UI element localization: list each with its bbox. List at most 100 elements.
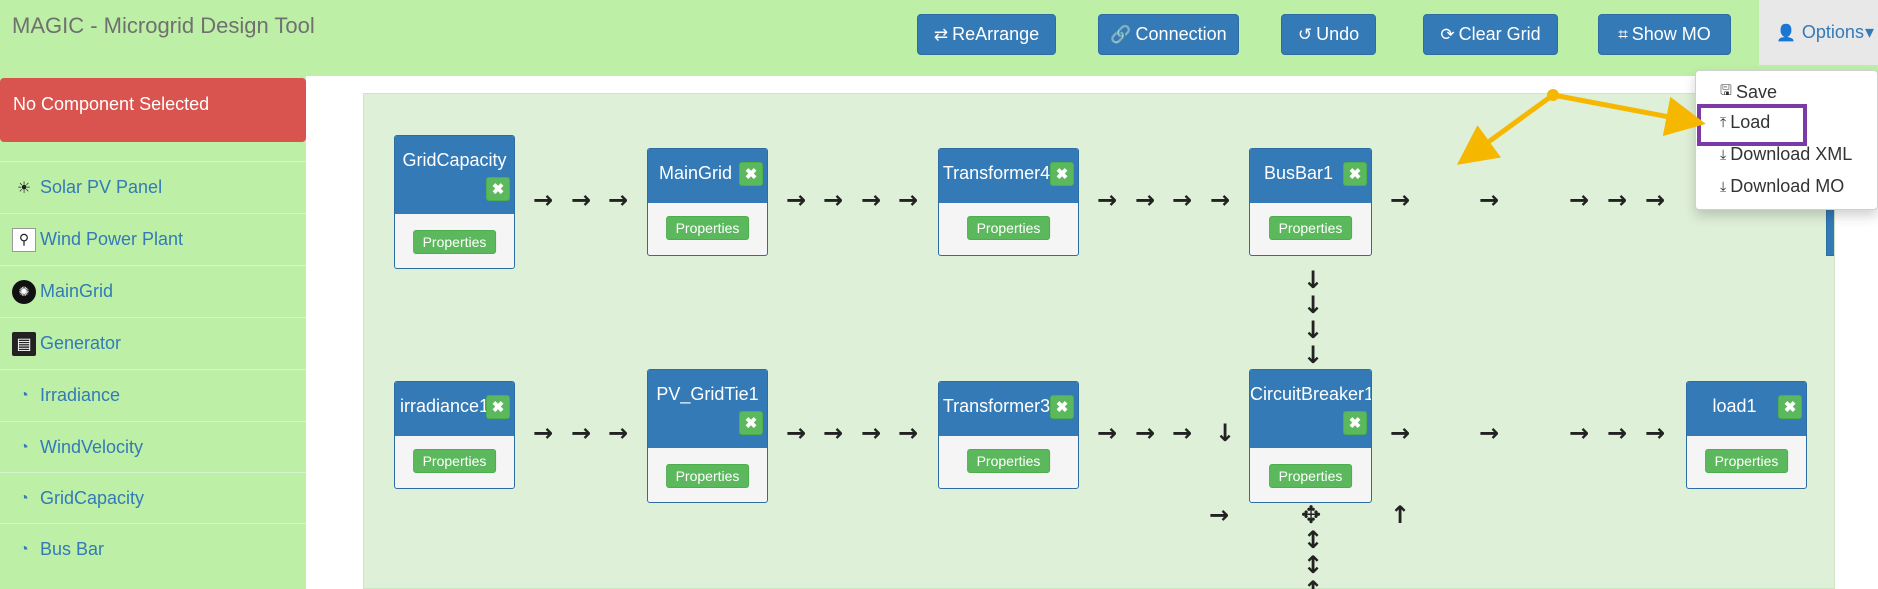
component-node-gridcapacity[interactable]: GridCapacity ✖ Properties xyxy=(394,135,515,269)
connection-arrow: → xyxy=(1210,186,1231,214)
node-title: MainGrid xyxy=(658,163,733,183)
connection-arrow: → xyxy=(1135,419,1156,447)
rearrange-button[interactable]: ⇄ ReArrange xyxy=(917,14,1056,55)
node-header[interactable]: Transformer3 ✖ xyxy=(939,382,1078,436)
component-node-maingrid[interactable]: MainGrid ✖ Properties xyxy=(647,148,768,256)
design-canvas[interactable] xyxy=(363,93,1835,589)
connection-arrow: → xyxy=(786,419,807,447)
menu-item-label: Download MO xyxy=(1730,176,1845,196)
connection-arrow: → xyxy=(533,419,554,447)
properties-button[interactable]: Properties xyxy=(966,449,1051,473)
remove-icon[interactable]: ✖ xyxy=(1050,162,1074,186)
menu-item-load[interactable]: ⤒ Load xyxy=(1720,112,1770,133)
sidebar-item-windvelocity[interactable]: ◔ WindVelocity xyxy=(0,421,306,473)
connection-label: Connection xyxy=(1135,24,1227,44)
component-node-transformer3[interactable]: Transformer3 ✖ Properties xyxy=(938,381,1079,489)
connection-arrow: → xyxy=(571,419,592,447)
connection-arrow: → xyxy=(786,186,807,214)
component-node-busbar1[interactable]: BusBar1 ✖ Properties xyxy=(1249,148,1372,256)
remove-icon[interactable]: ✖ xyxy=(1343,411,1367,435)
connection-arrow: → xyxy=(1645,419,1666,447)
selected-component-banner: No Component Selected xyxy=(0,78,306,142)
connection-arrow: ↕ xyxy=(1303,578,1323,589)
connection-arrow: → xyxy=(1479,186,1500,214)
sidebar-item-label: WindVelocity xyxy=(40,437,144,457)
sidebar-item-irradiance[interactable]: ◔ Irradiance xyxy=(0,369,306,421)
remove-icon[interactable]: ✖ xyxy=(1778,395,1802,419)
node-header[interactable]: PV_GridTie1 ✖ xyxy=(648,370,767,448)
sidebar-item-bus-bar[interactable]: ◔ Bus Bar xyxy=(0,523,306,575)
upload-icon: ⤒ xyxy=(1720,114,1727,130)
sidebar-item-gridcapacity[interactable]: ◔ GridCapacity xyxy=(0,472,306,524)
properties-button[interactable]: Properties xyxy=(412,449,497,473)
node-title: Transformer4 xyxy=(942,163,1051,183)
clear-grid-button[interactable]: ⟳ Clear Grid xyxy=(1423,14,1558,55)
node-header[interactable]: MainGrid ✖ xyxy=(648,149,767,203)
connection-arrow: ↓ xyxy=(1215,419,1236,447)
component-node-load1[interactable]: load1 ✖ Properties xyxy=(1686,381,1807,489)
remove-icon[interactable]: ✖ xyxy=(1343,162,1367,186)
properties-button[interactable]: Properties xyxy=(1268,464,1353,488)
remove-icon[interactable]: ✖ xyxy=(1050,395,1074,419)
component-node-pv-gridtie1[interactable]: PV_GridTie1 ✖ Properties xyxy=(647,369,768,503)
show-mo-button[interactable]: ⌗ Show MO xyxy=(1598,14,1731,55)
connection-arrow: → xyxy=(1172,186,1193,214)
connection-arrow: → xyxy=(1607,186,1628,214)
menu-item-download-xml[interactable]: ⤓ Download XML xyxy=(1720,144,1852,165)
save-icon: 🖫 xyxy=(1720,82,1732,98)
clear-grid-label: Clear Grid xyxy=(1458,24,1541,44)
move-handle-icon[interactable]: ✥ xyxy=(1301,501,1322,529)
undo-icon: ↺ xyxy=(1297,24,1313,44)
options-label: Options xyxy=(1801,22,1864,42)
sidebar-item-solar-pv-panel[interactable]: ☀ Solar PV Panel xyxy=(0,161,306,213)
remove-icon[interactable]: ✖ xyxy=(486,395,510,419)
connection-arrow: → xyxy=(823,419,844,447)
node-header[interactable]: BusBar1 ✖ xyxy=(1250,149,1371,203)
connection-arrow: ↓ xyxy=(1303,291,1324,319)
annotation-highlight-box xyxy=(1697,104,1807,146)
sidebar-item-maingrid[interactable]: ✺ MainGrid xyxy=(0,265,306,317)
caret-down-icon: ▾ xyxy=(1864,22,1874,42)
properties-button[interactable]: Properties xyxy=(966,216,1051,240)
node-title: CircuitBreaker1 xyxy=(1250,384,1372,404)
connection-button[interactable]: 🔗 Connection xyxy=(1098,14,1239,55)
properties-button[interactable]: Properties xyxy=(1704,449,1789,473)
component-node-irradiance1[interactable]: irradiance1 ✖ Properties xyxy=(394,381,515,489)
properties-button[interactable]: Properties xyxy=(665,216,750,240)
properties-button[interactable]: Properties xyxy=(665,464,750,488)
connection-arrow: → xyxy=(1569,186,1590,214)
remove-icon[interactable]: ✖ xyxy=(486,177,510,201)
node-header[interactable]: load1 ✖ xyxy=(1687,382,1806,436)
sidebar-item-wind-power-plant[interactable]: ⚲ Wind Power Plant xyxy=(0,213,306,265)
sidebar-item-label: Generator xyxy=(40,333,122,353)
menu-item-download-mo[interactable]: ⤓ Download MO xyxy=(1720,176,1844,197)
connection-arrow: → xyxy=(1569,419,1590,447)
undo-button[interactable]: ↺ Undo xyxy=(1281,14,1376,55)
dashboard-icon: ◔ xyxy=(19,386,29,404)
show-mo-label: Show MO xyxy=(1631,24,1711,44)
sidebar-item-generator[interactable]: ▤ Generator xyxy=(0,317,306,369)
refresh-icon: ⟳ xyxy=(1440,24,1455,44)
component-node-circuitbreaker1[interactable]: CircuitBreaker1 ✖ Properties xyxy=(1249,369,1372,503)
sidebar-item-label: Wind Power Plant xyxy=(40,229,184,249)
menu-item-label: Download XML xyxy=(1730,144,1853,164)
remove-icon[interactable]: ✖ xyxy=(739,162,763,186)
connection-arrow: → xyxy=(1097,419,1118,447)
generator-icon: ▤ xyxy=(12,331,36,356)
connection-arrow: → xyxy=(1645,186,1666,214)
menu-item-save[interactable]: 🖫 Save xyxy=(1720,80,1777,104)
properties-button[interactable]: Properties xyxy=(412,230,497,254)
connection-arrow: → xyxy=(608,186,629,214)
component-node-transformer4[interactable]: Transformer4 ✖ Properties xyxy=(938,148,1079,256)
rearrange-label: ReArrange xyxy=(952,24,1040,44)
node-header[interactable]: irradiance1 ✖ xyxy=(395,382,514,436)
node-header[interactable]: Transformer4 ✖ xyxy=(939,149,1078,203)
options-dropdown-toggle[interactable]: 👤 Options ▾ xyxy=(1759,0,1878,65)
sidebar-item-label: Bus Bar xyxy=(40,539,105,559)
undo-label: Undo xyxy=(1316,24,1360,44)
node-header[interactable]: GridCapacity ✖ xyxy=(395,136,514,214)
remove-icon[interactable]: ✖ xyxy=(739,411,763,435)
properties-button[interactable]: Properties xyxy=(1268,216,1353,240)
dashboard-icon: ◔ xyxy=(19,489,29,507)
node-header[interactable]: CircuitBreaker1 ✖ xyxy=(1250,370,1371,448)
